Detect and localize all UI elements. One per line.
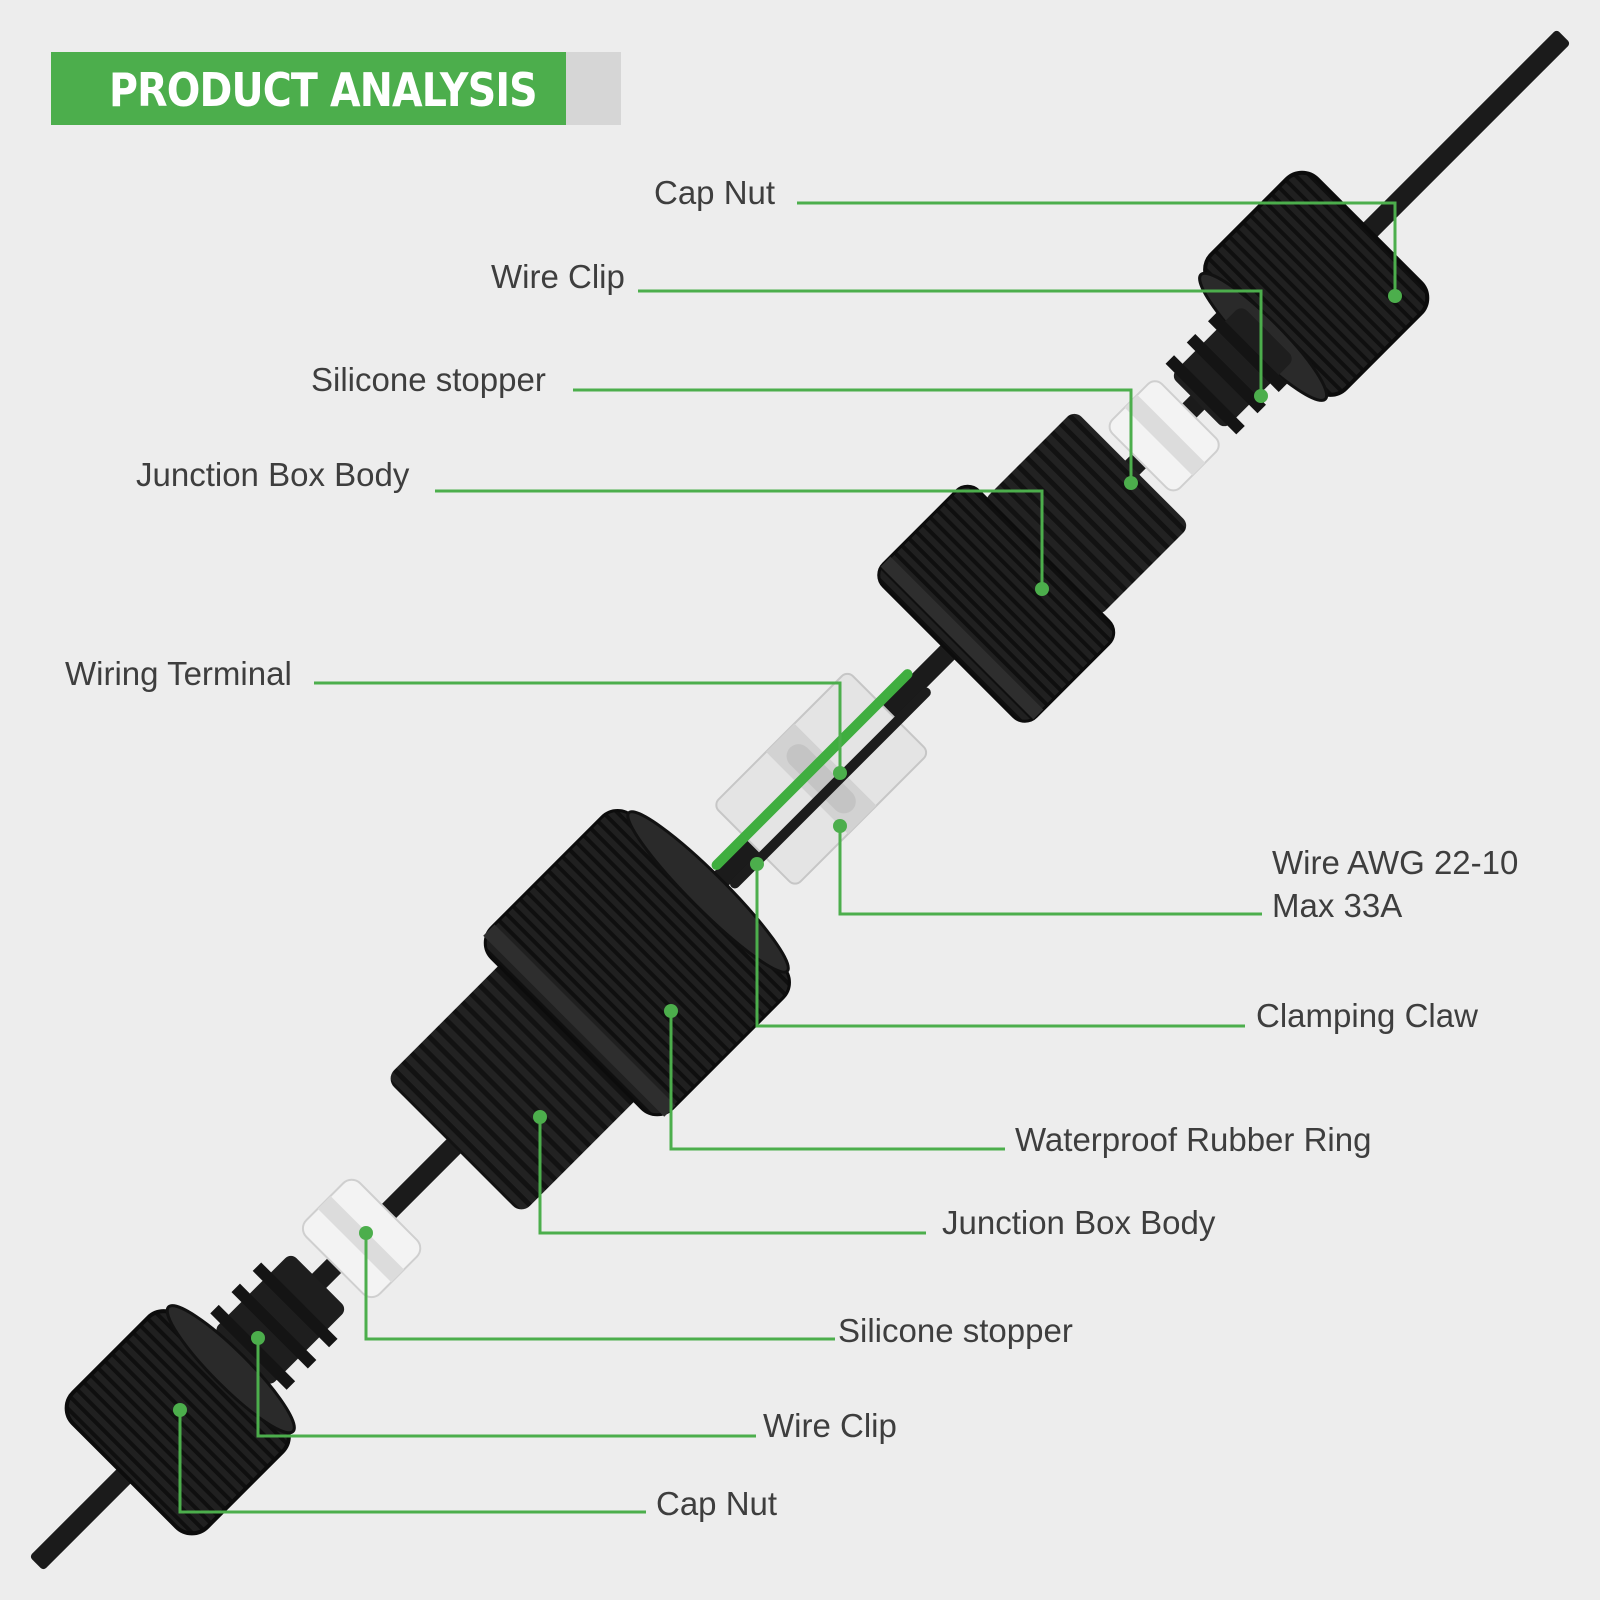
leader-lines	[178, 201, 1397, 1514]
dot-clamping-claw	[750, 857, 764, 871]
junction-box-body-bottom	[390, 809, 791, 1210]
dot-cap-nut-bottom	[173, 1403, 187, 1417]
label-cap-nut-top: Cap Nut	[654, 174, 776, 211]
label-wire-spec-line2: Max 33A	[1272, 887, 1403, 924]
label-wire-spec-line1: Wire AWG 22-10	[1272, 844, 1519, 881]
label-junction-box-body-top: Junction Box Body	[136, 456, 410, 493]
leader-silicone-stopper-top	[573, 388, 1133, 483]
leader-junction-box-body-top	[435, 489, 1044, 589]
label-wire-clip-bottom: Wire Clip	[763, 1407, 897, 1444]
leader-wire-clip-bottom	[256, 1338, 756, 1438]
dot-cap-nut-top	[1388, 289, 1402, 303]
dot-silicone-stopper-top	[1124, 476, 1138, 490]
label-cap-nut-bottom: Cap Nut	[656, 1485, 778, 1522]
junction-box-body-top	[877, 413, 1187, 723]
dot-junction-box-body-top	[1035, 582, 1049, 596]
dot-wire-clip-bottom	[251, 1331, 265, 1345]
label-silicone-stopper-top: Silicone stopper	[311, 361, 546, 398]
dot-wiring-terminal	[833, 766, 847, 780]
label-junction-box-body-bottom: Junction Box Body	[942, 1204, 1216, 1241]
label-waterproof-rubber-ring: Waterproof Rubber Ring	[1015, 1121, 1372, 1158]
cap-nut-bottom	[64, 1304, 296, 1536]
leader-wire-clip-top	[638, 289, 1263, 396]
dot-silicone-stopper-bottom	[359, 1226, 373, 1240]
leader-wire-spec	[838, 826, 1262, 916]
wiring-terminal	[711, 669, 931, 889]
leader-waterproof-rubber-ring	[669, 1011, 1005, 1151]
label-silicone-stopper-bottom: Silicone stopper	[838, 1312, 1073, 1349]
dot-waterproof-rubber-ring	[664, 1004, 678, 1018]
leader-cap-nut-bottom	[178, 1410, 646, 1514]
leader-silicone-stopper-bottom	[364, 1233, 835, 1341]
page-title: PRODUCT ANALYSIS	[109, 63, 538, 117]
banner-green-block	[51, 52, 566, 125]
leader-dots	[173, 289, 1402, 1417]
leader-junction-box-body-bottom	[538, 1117, 926, 1235]
banner-grey-block	[566, 52, 621, 125]
leader-wiring-terminal	[314, 681, 842, 773]
dot-junction-box-body-bottom	[533, 1110, 547, 1124]
label-wiring-terminal: Wiring Terminal	[65, 655, 292, 692]
header-banner: PRODUCT ANALYSIS	[51, 52, 621, 125]
wire-clip-bottom	[210, 1255, 345, 1390]
dot-wire-clip-top	[1254, 389, 1268, 403]
leader-clamping-claw	[755, 864, 1245, 1028]
leader-cap-nut-top	[797, 201, 1397, 296]
label-clamping-claw: Clamping Claw	[1256, 997, 1478, 1034]
label-wire-clip-top: Wire Clip	[491, 258, 625, 295]
dot-wire-spec	[833, 819, 847, 833]
